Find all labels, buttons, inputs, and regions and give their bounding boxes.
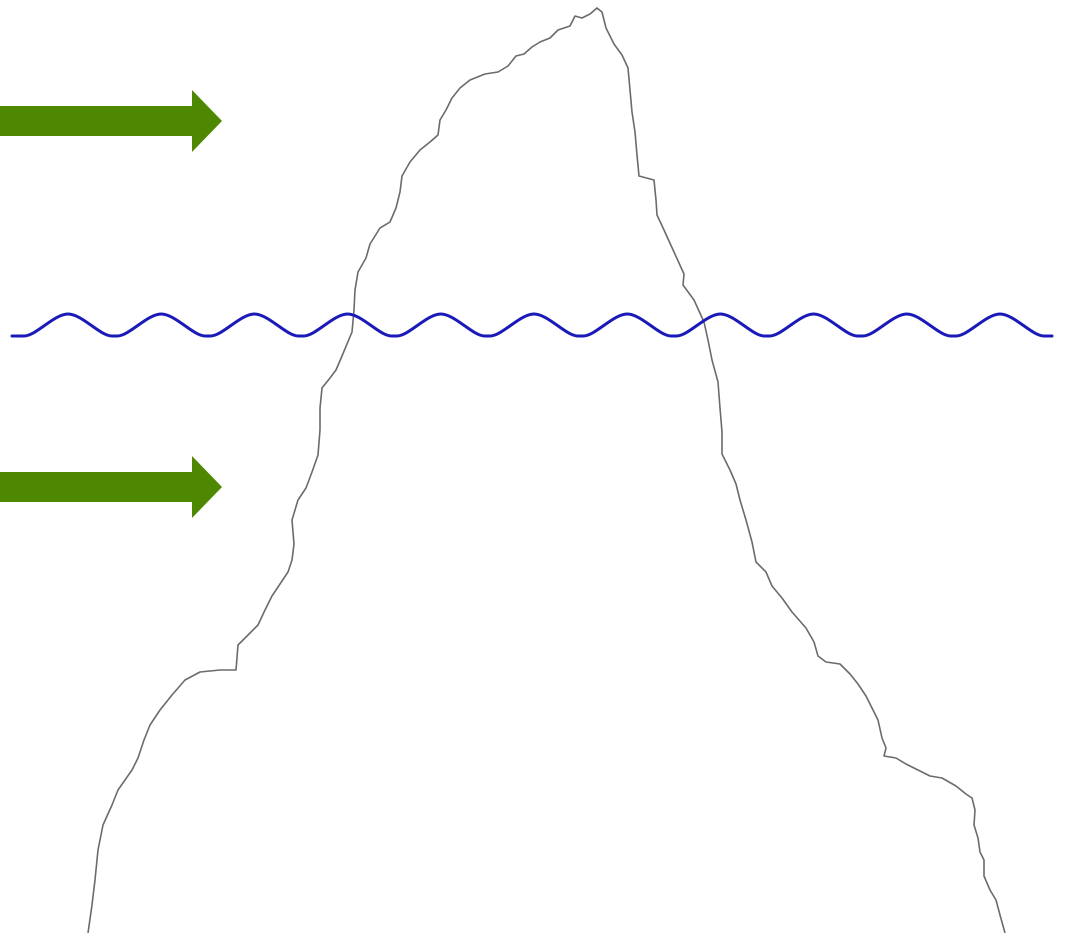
arrow-right-icon: [0, 456, 222, 518]
water-line: [12, 314, 1052, 336]
iceberg-outline: [88, 8, 1005, 933]
arrow-right-icon: [0, 90, 222, 152]
arrow-above-water: [0, 90, 222, 152]
arrow-below-water: [0, 456, 222, 518]
